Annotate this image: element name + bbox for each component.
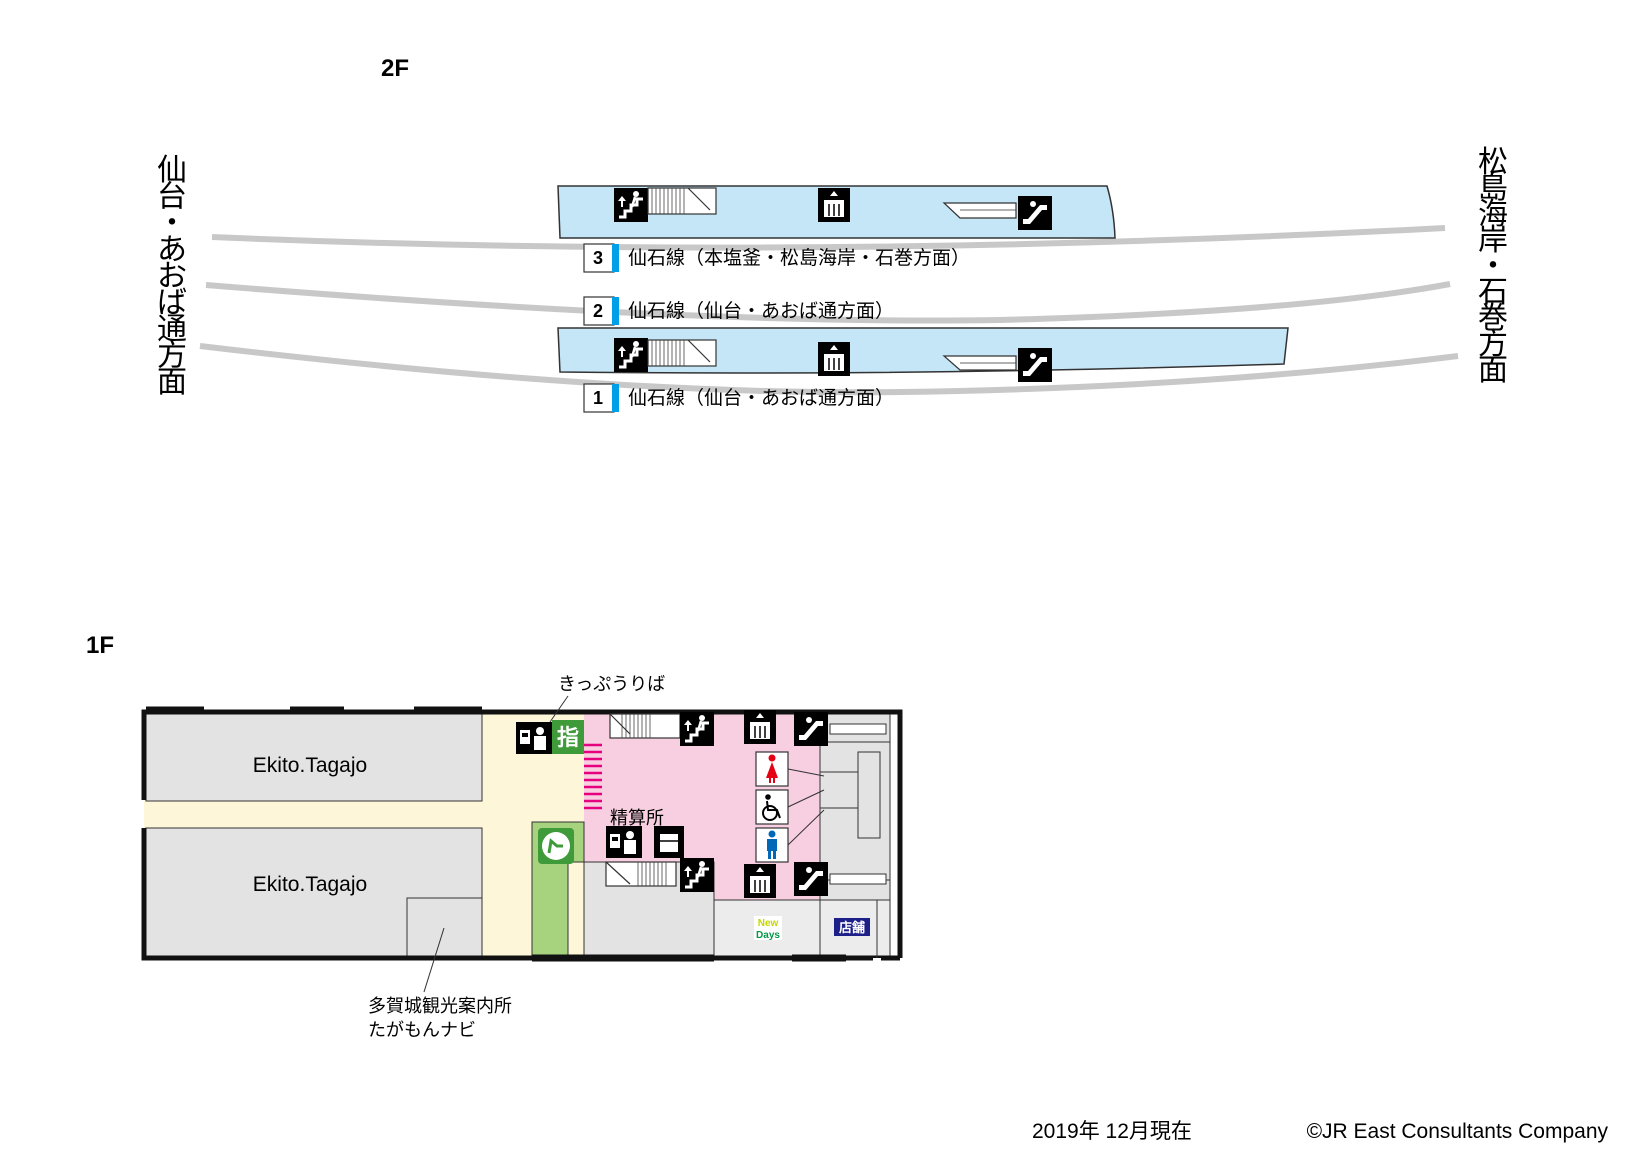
direction-char: ・ [1478,249,1508,284]
ticket-machine-icon [516,722,552,754]
track-label: 仙石線（本塩釜・松島海岸・石巻方面） [628,247,970,269]
stairs [647,339,717,367]
reserved-label: 指 [557,726,579,751]
ticket-area-label: きっぷうりば [558,674,665,695]
direction-char: 巻 [1478,301,1508,336]
direction-right: 松島海岸・石巻方面 [1478,145,1508,388]
track-line-1 [199,343,1459,396]
direction-char: 通 [157,312,187,347]
toilet-accessible-icon [755,789,789,825]
direction-char: 海 [1478,197,1508,232]
ticket-gates [584,743,602,810]
direction-char: ば [157,286,187,321]
escalator-icon [794,862,828,896]
direction-char: ・ [157,206,187,241]
direction-char: 台 [157,180,187,215]
newdays-logo: New Days [754,916,782,941]
svg-text:Days: Days [756,930,780,941]
tourist-info-label: たがもんナビ [368,1020,476,1041]
tourist-info-leader [423,927,445,993]
direction-char: あ [157,233,187,268]
elevator-icon [743,863,777,899]
waiting-room-icon [538,828,574,864]
track-line-2 [205,281,1451,324]
stairs [609,713,681,739]
store-sign: 店舗 [834,918,870,936]
platform-lower [557,327,1289,374]
toilet-women-icon [755,751,789,787]
store-door [873,958,881,963]
escalator [829,723,887,735]
direction-char: 仙 [157,153,187,188]
escalator [942,355,1017,371]
track-number: 2 [593,301,603,321]
wall-openings [146,706,846,962]
toilet-men-icon [755,827,789,863]
restroom-area [819,713,891,901]
direction-left: 仙台・あおば通方面 [157,153,187,400]
tourist-info-office [406,897,483,959]
direction-char: 石 [1478,275,1508,310]
floor-label-2f: 2F [381,55,409,82]
restroom-leader-lines [787,768,825,846]
footer-date: 2019年 12月現在 [1032,1120,1192,1143]
stairs-up-icon [612,186,650,224]
track-number: 3 [593,248,603,268]
footer-copyright: ©JR East Consultants Company [1307,1120,1609,1143]
svg-text:New: New [758,918,779,929]
stairs-up-icon [678,710,716,748]
direction-char: 岸 [1478,223,1508,258]
stairs-up-icon [678,856,716,894]
shop-label-ekito: Ekito.Tagajo [253,754,367,777]
escalator-icon [1018,348,1052,382]
track-3: 3 仙石線（本塩釜・松島海岸・石巻方面） [583,243,970,273]
direction-char: 面 [1478,353,1508,388]
elevator-icon [743,709,777,745]
track-label: 仙石線（仙台・あおば通方面） [628,300,894,322]
direction-char: 面 [157,365,187,400]
stairs [605,861,677,887]
escalator-icon [794,712,828,746]
escalator [829,873,887,885]
tourist-info-label: 多賀城観光案内所 [368,996,512,1017]
elevator-icon [817,187,851,223]
escalator [942,202,1017,219]
reserved-seat-icon: 指 [552,720,584,754]
escalator-icon [1018,196,1052,230]
fare-adjustment-label: 精算所 [610,808,664,829]
direction-char: お [157,259,187,294]
stairs [647,187,717,215]
direction-char: 松 [1478,145,1508,180]
shop-label-ekito: Ekito.Tagajo [253,873,367,896]
locker-icon [654,826,684,858]
ticket-area-leader [549,695,569,723]
ticket-machine-icon [606,826,642,858]
direction-char: 島 [1478,171,1508,206]
direction-char: 方 [157,339,187,374]
track-2: 2 仙石線（仙台・あおば通方面） [583,296,894,326]
floor-label-1f: 1F [86,632,114,659]
shop-ekito-upper [145,713,483,802]
stairs-up-icon [612,336,650,374]
track-1: 1 仙石線（仙台・あおば通方面） [583,383,894,413]
svg-text:店舗: 店舗 [839,920,865,936]
track-label: 仙石線（仙台・あおば通方面） [628,387,894,409]
elevator-icon [817,341,851,377]
track-number: 1 [593,388,603,408]
direction-char: 方 [1478,327,1508,362]
tracks [199,225,1459,396]
track-line-3 [211,225,1446,251]
